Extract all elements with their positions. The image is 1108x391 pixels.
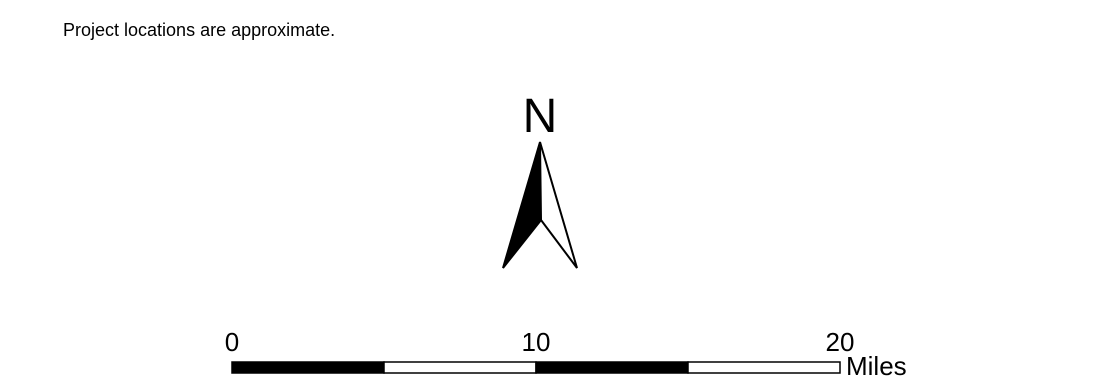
north-arrow-icon <box>502 141 578 269</box>
scale-bar-segment <box>535 361 689 374</box>
north-arrow-left-half <box>502 141 543 269</box>
scale-bar-segments <box>231 361 841 374</box>
scale-tick-label: 10 <box>522 327 551 357</box>
scale-bar: 0 10 20 Miles <box>225 327 907 381</box>
north-label: N <box>523 90 558 143</box>
north-arrow-right-half <box>539 141 578 269</box>
map-note: Project locations are approximate. <box>63 20 336 40</box>
scale-bar-tick-labels: 0 10 20 <box>225 327 855 357</box>
north-arrow: N <box>502 90 578 269</box>
scale-bar-segment <box>383 361 537 374</box>
scale-bar-segment <box>231 361 385 374</box>
scale-unit-label: Miles <box>846 351 907 381</box>
scale-tick-label: 0 <box>225 327 239 357</box>
scale-bar-segment <box>687 361 841 374</box>
scale-tick-label: 20 <box>826 327 855 357</box>
